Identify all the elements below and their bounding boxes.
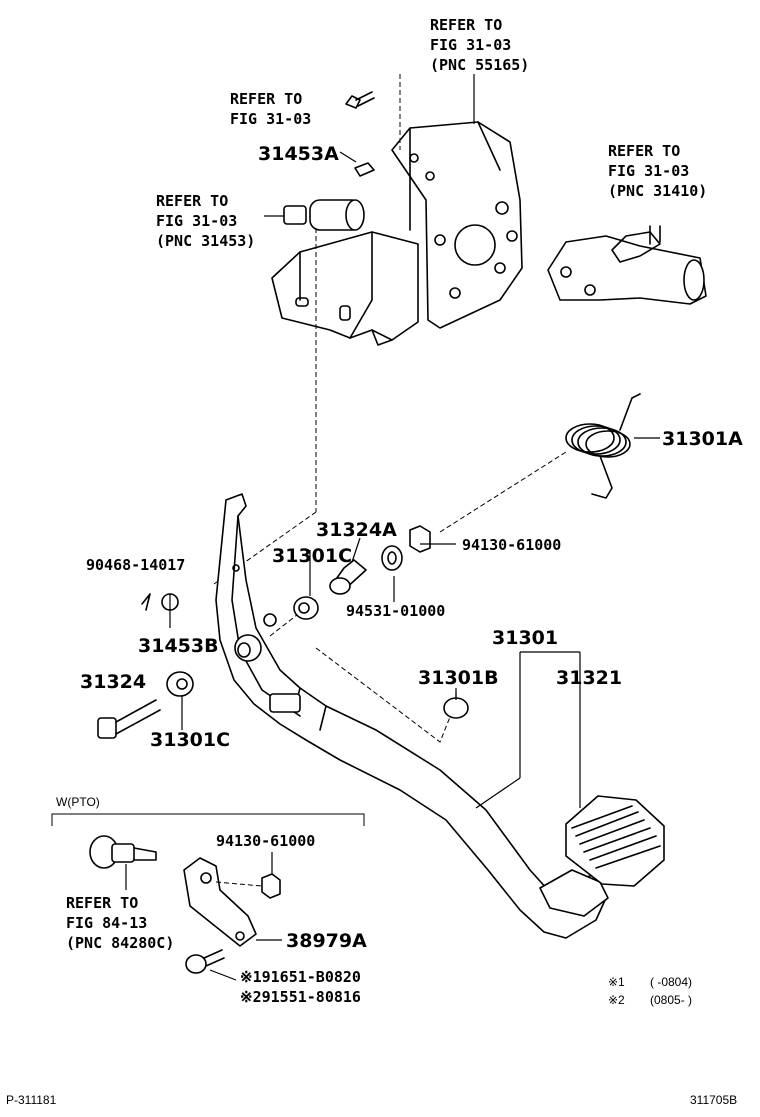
stop-switch	[264, 199, 365, 231]
note2-range: (0805- )	[650, 993, 692, 1007]
note1-range: ( -0804)	[650, 975, 692, 989]
part-31453A: 31453A	[258, 143, 339, 165]
part-31453B: 31453B	[138, 635, 219, 657]
part-94130-top: 94130-61000	[462, 536, 561, 554]
pedal-bracket	[271, 121, 523, 346]
part-31301B: 31301B	[418, 667, 499, 689]
part-31324: 31324	[80, 671, 146, 693]
note2-mark: ※2	[608, 993, 625, 1007]
note1-mark: ※1	[608, 975, 625, 989]
part-191651: ※191651-B0820	[240, 968, 361, 986]
part-94531: 94531-01000	[346, 602, 445, 620]
footer-right-code: 311705B	[690, 1093, 737, 1107]
nut-94130-top	[409, 525, 431, 553]
refer-top-line1: REFER TO	[430, 16, 502, 34]
footer-left-code: P-311181	[6, 1093, 57, 1107]
refer-cyl-line3: (PNC 31410)	[608, 182, 707, 200]
bushing-31301C-bottom	[166, 671, 194, 697]
bolt-top	[345, 91, 375, 109]
refer-bolt-line1: REFER TO	[230, 90, 302, 108]
pto-bolt	[185, 949, 237, 981]
pto-nut	[215, 852, 281, 899]
refer-bolt-line2: FIG 31-03	[230, 110, 311, 128]
part-31324A: 31324A	[316, 519, 397, 541]
washer-94531	[381, 545, 403, 571]
refer-top-line2: FIG 31-03	[430, 36, 511, 54]
pto-section	[51, 813, 365, 981]
pin-31453A	[339, 151, 375, 177]
refer-cyl-line1: REFER TO	[608, 142, 680, 160]
small-pin-90468	[141, 593, 151, 611]
sleeve-31324A	[329, 559, 367, 595]
return-spring	[565, 393, 660, 499]
part-31301: 31301	[492, 627, 558, 649]
bolt-31324	[97, 699, 161, 739]
part-38979A: 38979A	[286, 930, 367, 952]
part-31321: 31321	[556, 667, 622, 689]
part-31301C-top: 31301C	[272, 545, 352, 567]
bushing-31301C-top	[293, 596, 319, 620]
refer-pto-line2: FIG 84-13	[66, 914, 147, 932]
pto-switch	[89, 835, 157, 890]
part-90468: 90468-14017	[86, 556, 185, 574]
part-94130-pto: 94130-61000	[216, 832, 315, 850]
refer-top-line3: (PNC 55165)	[430, 56, 529, 74]
part-31301C-bottom: 31301C	[150, 729, 230, 751]
pto-section-header: W(PTO)	[56, 795, 100, 809]
part-31301A: 31301A	[662, 428, 743, 450]
bushing-left	[234, 634, 262, 662]
refer-switch-line1: REFER TO	[156, 192, 228, 210]
part-291551: ※291551-80816	[240, 988, 361, 1006]
refer-cyl-line2: FIG 31-03	[608, 162, 689, 180]
master-cylinder	[547, 225, 707, 305]
pedal-pad	[565, 795, 665, 887]
refer-pto-line3: (PNC 84280C)	[66, 934, 174, 952]
pto-bracket	[183, 857, 282, 947]
refer-switch-line3: (PNC 31453)	[156, 232, 255, 250]
refer-pto-line1: REFER TO	[66, 894, 138, 912]
refer-switch-line2: FIG 31-03	[156, 212, 237, 230]
